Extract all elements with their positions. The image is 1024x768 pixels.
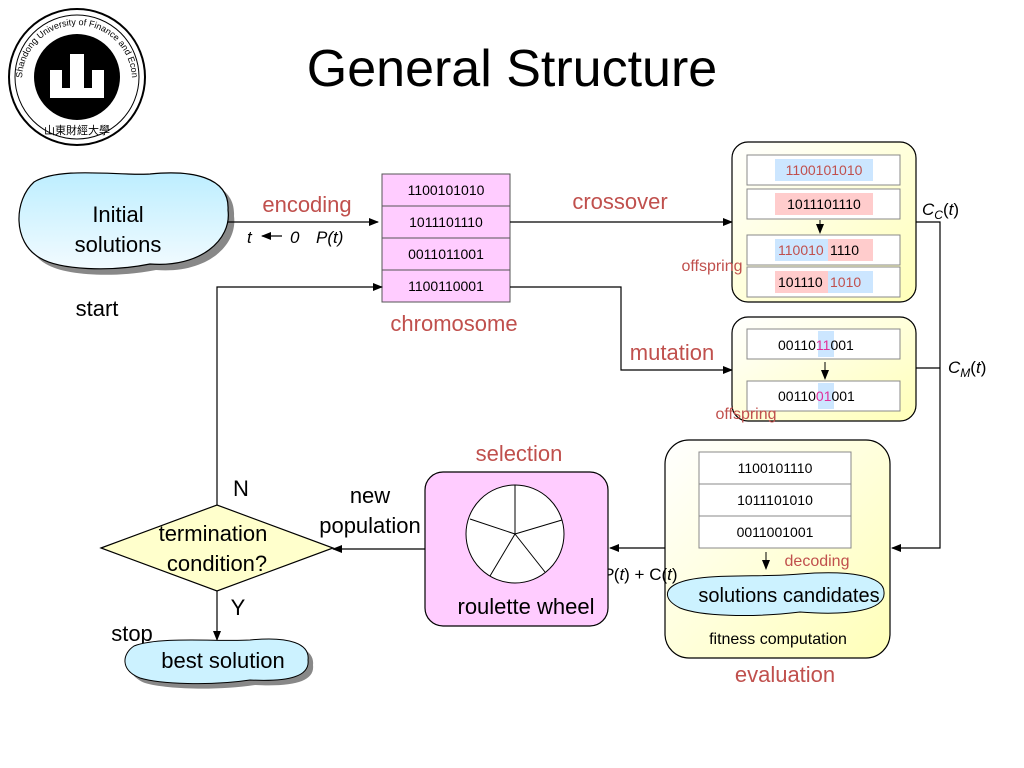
termination-label-2: condition?	[167, 551, 267, 576]
evaluation-box: 1100101110 1011101010 0011001001	[664, 439, 891, 659]
logo-bottom-text: 山東財經大學	[44, 123, 110, 137]
chromosome-row: 0011011001	[408, 246, 484, 262]
crossover-box: 1100101010 1011101110 110010 1110 101110…	[731, 141, 917, 303]
evaluation-row: 1100101110	[738, 460, 813, 476]
best-solution-cloud	[124, 638, 314, 689]
evaluation-label: evaluation	[735, 662, 835, 687]
university-logo: Shandong University of Finance and Econo…	[0, 0, 146, 146]
termination-label-1: termination	[159, 521, 268, 546]
parent-1: 1100101010	[786, 162, 863, 178]
roulette-box	[424, 471, 609, 627]
stop-label: stop	[111, 621, 153, 646]
mutation-before: 0011011001	[778, 337, 854, 353]
fitness-computation-label: fitness computation	[709, 631, 847, 648]
best-solution-label: best solution	[161, 648, 285, 673]
chromosome-row: 1100101010	[408, 182, 485, 198]
crossover-label: crossover	[572, 189, 667, 214]
mutation-label: mutation	[630, 340, 714, 365]
new-population-label-1: new	[350, 483, 390, 508]
solutions-candidates-label: solutions candidates	[698, 585, 879, 607]
mutation-arrow	[510, 286, 733, 374]
chromosome-row: 1011101110	[409, 214, 483, 230]
initial-solutions-cloud	[18, 172, 235, 275]
chromosome-label: chromosome	[390, 311, 517, 336]
evaluation-row: 0011001001	[737, 524, 814, 540]
termination-diamond	[99, 504, 335, 592]
offspring-merge-arrow	[891, 221, 941, 552]
start-label: start	[76, 296, 119, 321]
init-zero: 0	[290, 228, 300, 247]
chromosome-row: 1100110001	[408, 278, 484, 294]
offspring-label-mutation: offspring	[715, 406, 776, 423]
child-1-head: 110010	[778, 242, 824, 258]
mutation-box: 0011011001 0011001001	[731, 316, 917, 422]
decoding-label: decoding	[785, 553, 850, 570]
encoding-label: encoding	[262, 192, 351, 217]
new-population-label-2: population	[319, 513, 421, 538]
child-2-head: 101110	[778, 274, 823, 290]
n-label: N	[233, 476, 249, 501]
chromosome-stack: 1100101010 1011101110 0011011001 1100110…	[381, 173, 511, 303]
roulette-wheel-label: roulette wheel	[458, 594, 595, 619]
loop-back-arrow	[216, 283, 383, 505]
initial-solutions-label-2: solutions	[75, 232, 162, 257]
child-1-tail: 1110	[830, 242, 859, 258]
evaluation-row: 1011101010	[737, 492, 813, 508]
selection-label: selection	[476, 441, 563, 466]
mutation-after: 0011001001	[778, 388, 855, 404]
y-label: Y	[231, 595, 246, 620]
cc-t-label: CC(t)	[922, 200, 959, 222]
init-t: t	[247, 228, 253, 247]
offspring-label-crossover: offspring	[681, 258, 742, 275]
cm-t-label: CM(t)	[948, 358, 986, 380]
initial-solutions-label-1: Initial	[92, 202, 143, 227]
init-pt: P(t)	[316, 228, 343, 247]
solutions-candidates-cloud	[667, 572, 885, 616]
slide-title: General Structure	[307, 40, 717, 98]
child-2-tail: 1010	[830, 274, 861, 290]
pt-plus-ct-label: P(t) + C(t)	[602, 565, 677, 584]
parent-2: 1011101110	[787, 196, 861, 212]
